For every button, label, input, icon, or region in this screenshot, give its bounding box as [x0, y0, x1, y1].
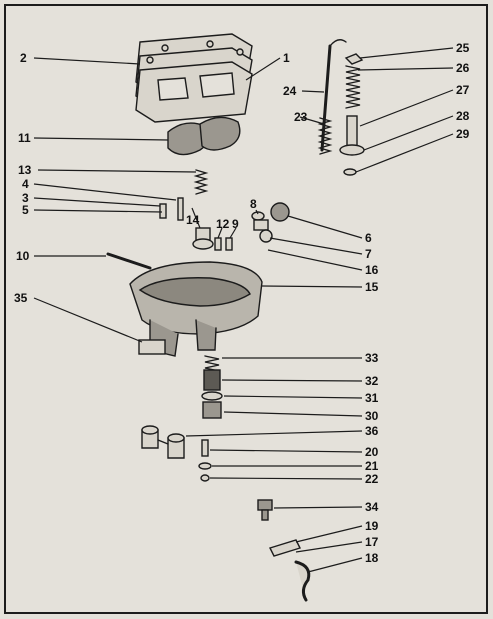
callout-labels: 2 1 11 13 4 3 5 10 35 14 12 9 8 6 7 16 1… — [14, 41, 470, 565]
callout-10: 10 — [16, 249, 30, 263]
needle-parts — [198, 439, 212, 482]
pump-plunger — [339, 115, 365, 176]
callout-34: 34 — [365, 500, 379, 514]
callout-7: 7 — [365, 247, 372, 261]
callout-15: 15 — [365, 280, 379, 294]
callout-3: 3 — [22, 191, 29, 205]
callout-14: 14 — [186, 213, 200, 227]
lever-parts — [269, 539, 311, 602]
callout-6: 6 — [365, 231, 372, 245]
callout-4: 4 — [22, 177, 29, 191]
callout-18: 18 — [365, 551, 379, 565]
figure-border — [4, 4, 488, 614]
pump-rod — [320, 39, 364, 152]
callout-33: 33 — [365, 351, 379, 365]
screw-34 — [257, 499, 273, 521]
springs — [317, 65, 361, 155]
callout-26: 26 — [456, 61, 470, 75]
callout-8: 8 — [250, 197, 257, 211]
callout-20: 20 — [365, 445, 379, 459]
callout-23: 23 — [294, 110, 308, 124]
plug — [259, 202, 290, 243]
fittings — [192, 211, 269, 251]
callout-5: 5 — [22, 203, 29, 217]
callout-30: 30 — [365, 409, 379, 423]
callout-16: 16 — [365, 263, 379, 277]
callout-21: 21 — [365, 459, 379, 473]
callout-27: 27 — [456, 83, 470, 97]
callout-9: 9 — [232, 217, 239, 231]
callout-12: 12 — [216, 217, 230, 231]
callout-19: 19 — [365, 519, 379, 533]
spring-13 — [193, 169, 209, 195]
callout-35: 35 — [14, 291, 28, 305]
carburetor-body — [129, 261, 263, 357]
pins — [159, 197, 184, 221]
gasket-stack — [135, 33, 253, 123]
callout-31: 31 — [365, 391, 379, 405]
callout-32: 32 — [365, 374, 379, 388]
bowl-parts — [201, 355, 223, 419]
callout-25: 25 — [456, 41, 470, 55]
callout-17: 17 — [365, 535, 379, 549]
callout-1: 1 — [283, 51, 290, 65]
screw-10 — [106, 252, 152, 270]
float — [167, 116, 241, 156]
float-36 — [141, 425, 185, 459]
callout-36: 36 — [365, 424, 379, 438]
leader-lines — [33, 47, 454, 573]
callout-22: 22 — [365, 472, 379, 486]
callout-29: 29 — [456, 127, 470, 141]
callout-13: 13 — [18, 163, 32, 177]
callout-28: 28 — [456, 109, 470, 123]
callout-24: 24 — [283, 84, 297, 98]
callout-11: 11 — [18, 131, 31, 145]
callout-2: 2 — [20, 51, 27, 65]
